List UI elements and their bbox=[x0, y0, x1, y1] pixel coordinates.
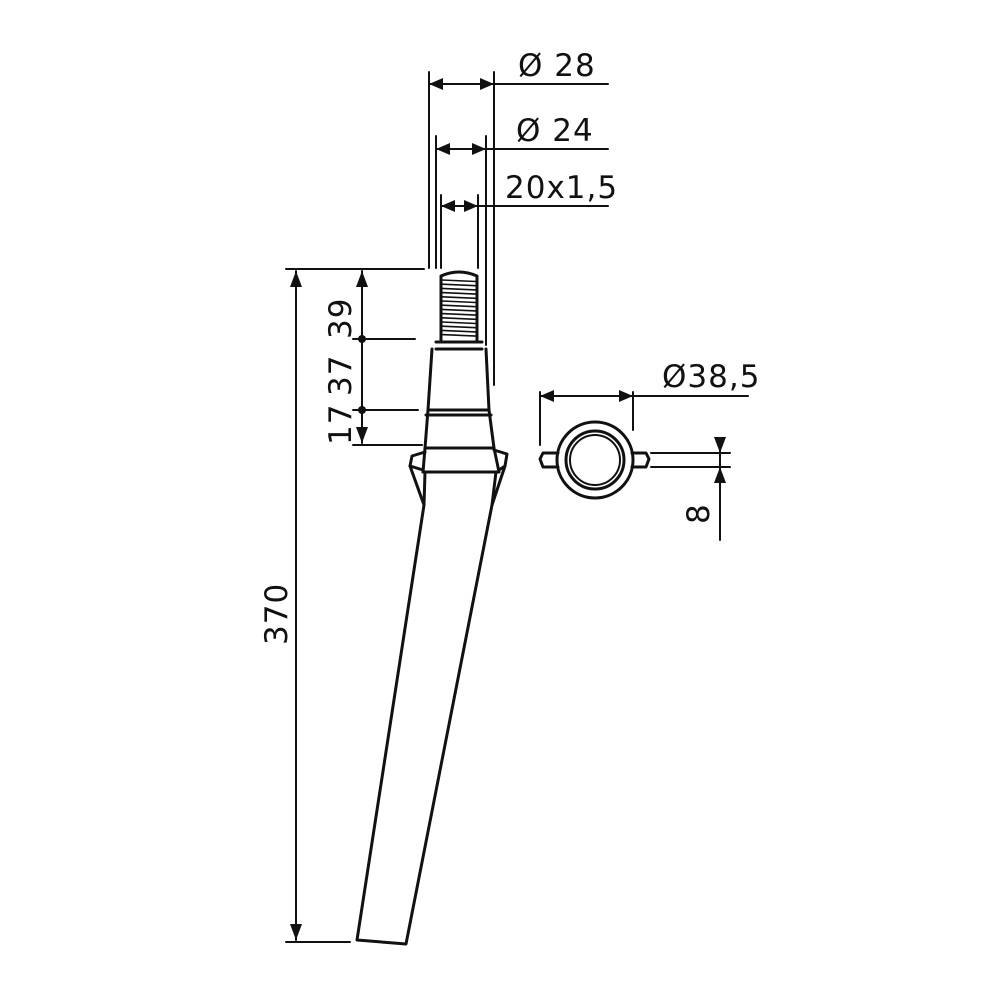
thread-line bbox=[441, 317, 477, 321]
dimension-label: 37 bbox=[323, 355, 359, 396]
thread-line bbox=[441, 291, 477, 295]
thread-line bbox=[441, 287, 477, 291]
diameter-dimensions: Ø 28 Ø 24 20x1,5 bbox=[428, 48, 618, 386]
dimension-label: Ø 24 bbox=[516, 113, 594, 149]
thread-line bbox=[441, 329, 477, 333]
thread-line bbox=[441, 333, 477, 337]
thread-line bbox=[441, 325, 477, 329]
ring-detail bbox=[538, 420, 651, 500]
thread-line bbox=[441, 296, 477, 300]
dimension-label: 8 bbox=[681, 503, 717, 524]
thread-line bbox=[441, 279, 477, 283]
dimension-label: 39 bbox=[323, 298, 359, 339]
dimension-label: 370 bbox=[259, 583, 295, 645]
dimension-label: 17 bbox=[323, 404, 359, 445]
tab-width-dimension: 8 bbox=[650, 437, 731, 541]
tine-part bbox=[355, 270, 509, 946]
thread-line bbox=[441, 300, 477, 304]
dimension-label: Ø38,5 bbox=[662, 359, 760, 395]
tapered-collar bbox=[421, 347, 501, 474]
thread-line bbox=[441, 283, 477, 287]
dimension-label: Ø 28 bbox=[518, 48, 596, 84]
dimension-label: 20x1,5 bbox=[505, 170, 618, 206]
tine-shaft bbox=[355, 470, 498, 946]
length-dimensions: 39 37 17 370 bbox=[259, 268, 425, 943]
thread-line bbox=[441, 312, 477, 316]
thread-line bbox=[441, 304, 477, 308]
thread-lines bbox=[441, 279, 477, 337]
threaded-stud bbox=[434, 270, 484, 351]
thread-line bbox=[441, 321, 477, 325]
ring-diameter-dimension: Ø38,5 bbox=[539, 359, 760, 446]
thread-line bbox=[441, 308, 477, 312]
